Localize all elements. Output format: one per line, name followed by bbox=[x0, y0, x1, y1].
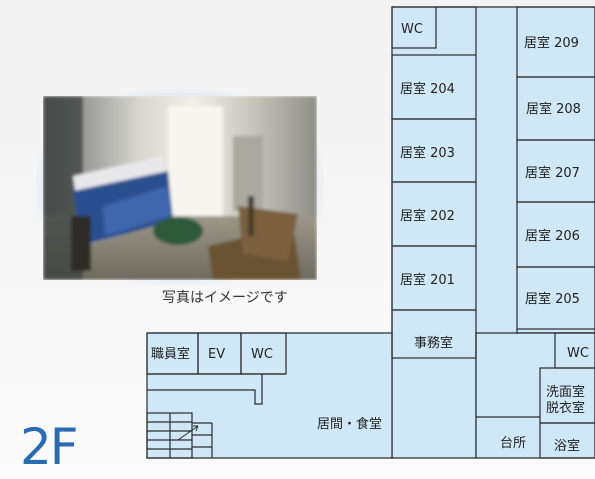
label-wash1: 洗面室 bbox=[546, 384, 585, 400]
label-r207: 居室 207 bbox=[525, 165, 580, 181]
label-kitchen: 台所 bbox=[500, 436, 526, 451]
label-staff: 職員室 bbox=[151, 346, 190, 362]
wc-top-room bbox=[391, 6, 437, 49]
label-wc-top: WC bbox=[401, 22, 423, 37]
label-r205: 居室 205 bbox=[525, 291, 580, 307]
label-r202: 居室 202 bbox=[400, 208, 455, 224]
label-wash2: 脱衣室 bbox=[546, 400, 585, 416]
room-205 bbox=[516, 266, 595, 330]
bath-room bbox=[539, 422, 595, 459]
label-r206: 居室 206 bbox=[525, 228, 580, 244]
label-r204: 居室 204 bbox=[400, 81, 455, 97]
label-ev: EV bbox=[208, 347, 225, 362]
label-r209: 居室 209 bbox=[524, 35, 579, 51]
label-wc-right: WC bbox=[567, 346, 589, 361]
label-r208: 居室 208 bbox=[526, 101, 581, 117]
label-bath: 浴室 bbox=[554, 438, 580, 454]
label-office: 事務室 bbox=[414, 335, 453, 351]
label-living: 居間・食堂 bbox=[317, 416, 382, 432]
floor-label: 2F bbox=[20, 418, 79, 476]
label-r203: 居室 203 bbox=[400, 145, 455, 161]
label-wc-left: WC bbox=[251, 347, 273, 362]
office-room bbox=[391, 309, 477, 359]
label-r201: 居室 201 bbox=[400, 272, 455, 288]
room-photo bbox=[43, 96, 317, 280]
photo-caption: 写真はイメージです bbox=[162, 290, 288, 306]
